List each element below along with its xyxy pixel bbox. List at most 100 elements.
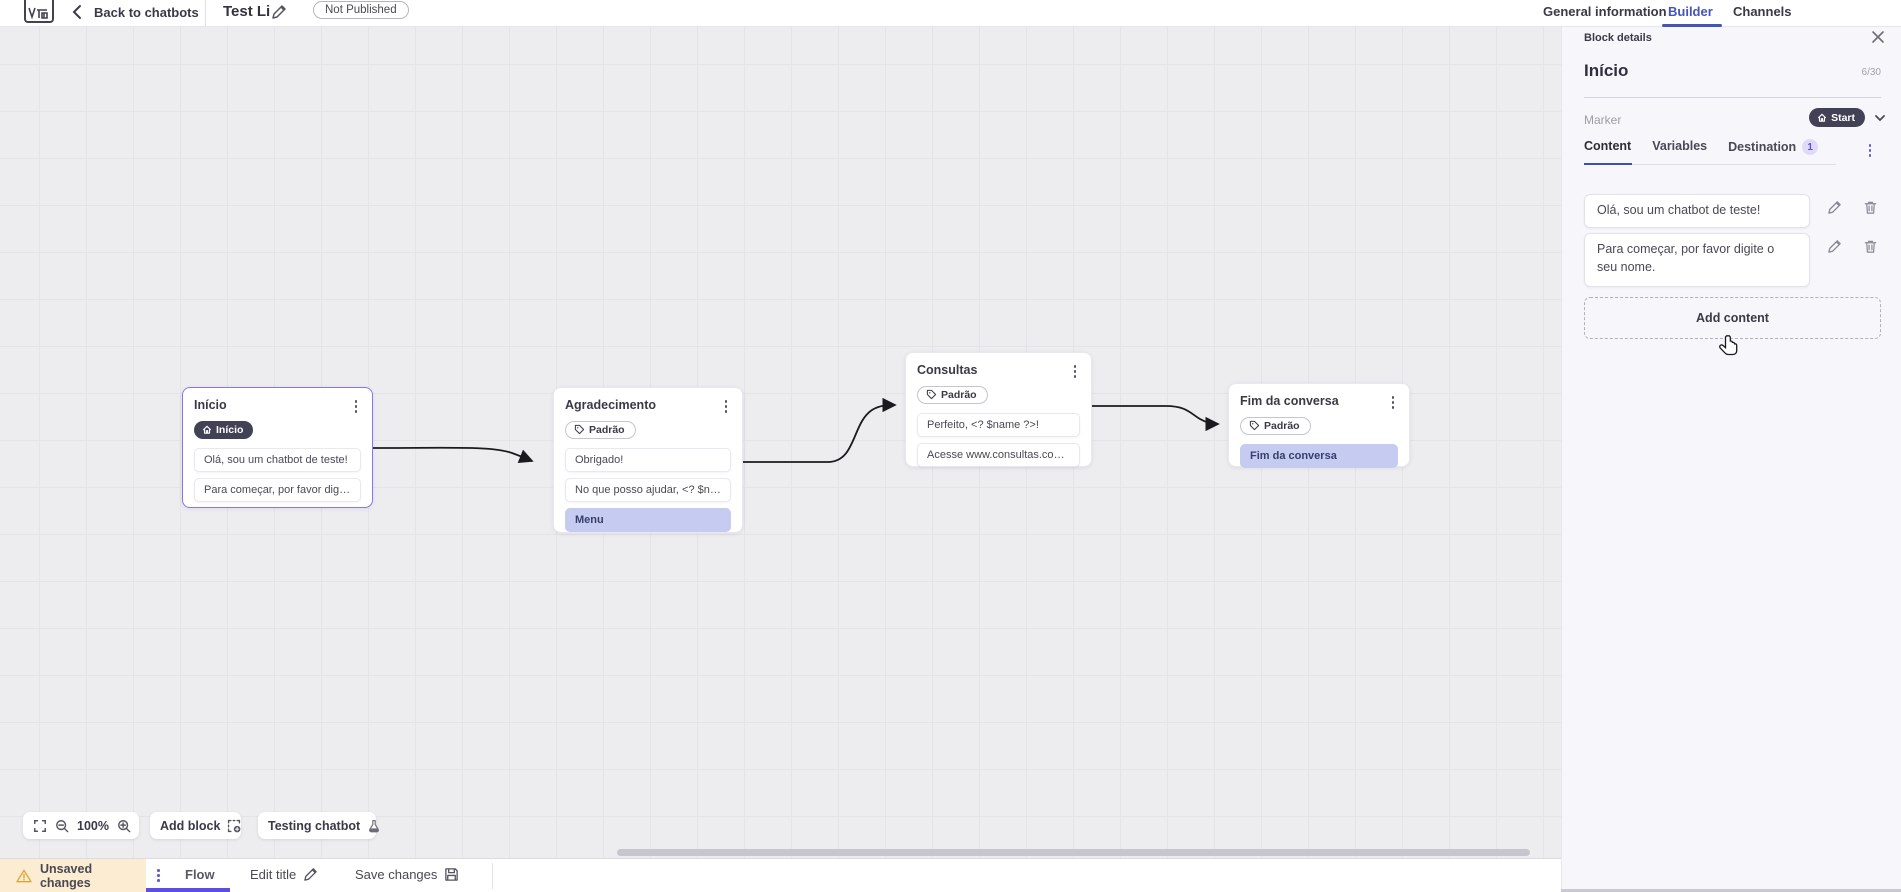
connector-inicio-agradecimento: [371, 446, 534, 464]
testing-chatbot-button[interactable]: Testing chatbot: [258, 812, 380, 839]
block-details-panel: Block details Início 6/30 Marker Start C…: [1561, 27, 1901, 892]
destination-count-badge: 1: [1802, 139, 1819, 155]
block-menu-button[interactable]: [351, 398, 362, 415]
save-changes-button[interactable]: Save changes: [355, 867, 459, 882]
add-content-label: Add content: [1696, 311, 1769, 325]
block-title: Agradecimento: [565, 398, 656, 412]
start-marker-badge: Início: [194, 420, 254, 439]
tab-destination[interactable]: Destination 1: [1728, 139, 1819, 163]
tag-icon: [926, 389, 937, 400]
testing-chatbot-label: Testing chatbot: [268, 818, 361, 833]
block-menu-button[interactable]: [1070, 363, 1081, 380]
bottom-bar: Unsaved changes Flow Edit title Save cha…: [0, 858, 1561, 892]
block-next-step-item[interactable]: Menu: [565, 508, 731, 532]
fullscreen-icon[interactable]: [33, 819, 47, 833]
padrao-badge: Padrão: [1240, 416, 1311, 435]
tab-variables[interactable]: Variables: [1652, 139, 1708, 153]
add-block-button[interactable]: Add block: [150, 812, 241, 839]
edit-title-label: Edit title: [250, 867, 297, 882]
flow-block-inicio[interactable]: Início Início Olá, sou um chatbot de tes…: [182, 387, 373, 508]
bottombar-menu-button[interactable]: [153, 867, 164, 884]
block-next-step-item[interactable]: Fim da conversa: [1240, 444, 1398, 468]
zoom-level: 100%: [77, 818, 109, 833]
badge-label: Padrão: [1264, 419, 1300, 432]
flow-canvas[interactable]: Início Início Olá, sou um chatbot de tes…: [0, 27, 1561, 858]
add-content-button[interactable]: Add content: [1584, 297, 1881, 339]
canvas-horizontal-scrollbar[interactable]: [617, 849, 1530, 856]
block-message-item[interactable]: Acesse www.consultas.com par...: [917, 443, 1080, 467]
tab-flow[interactable]: Flow: [185, 867, 215, 882]
edit-content-pencil-icon[interactable]: [1827, 239, 1842, 254]
unsaved-changes-label: Unsaved changes: [39, 861, 93, 890]
bottombar-divider: [492, 863, 493, 889]
add-block-icon: [228, 819, 241, 832]
tag-icon: [574, 424, 585, 435]
block-menu-button[interactable]: [1388, 394, 1399, 411]
add-block-label: Add block: [160, 818, 221, 833]
panel-tabs: Content Variables Destination 1: [1584, 139, 1819, 165]
marker-value: Start: [1831, 111, 1855, 124]
block-message-item[interactable]: Para começar, por favor digite o ...: [194, 477, 361, 502]
block-message-item[interactable]: Olá, sou um chatbot de teste!: [194, 447, 361, 472]
edit-title-button[interactable]: Edit title: [250, 867, 318, 882]
topbar-divider: [205, 0, 206, 27]
home-icon: [1817, 113, 1827, 122]
connector-consultas-fim: [1092, 405, 1220, 432]
save-changes-label: Save changes: [355, 867, 438, 882]
marker-start-pill[interactable]: Start: [1809, 108, 1865, 127]
delete-content-trash-icon[interactable]: [1863, 239, 1878, 254]
char-counter: 6/30: [1861, 67, 1881, 78]
tab-builder[interactable]: Builder: [1668, 4, 1713, 19]
panel-menu-button[interactable]: [1865, 142, 1876, 159]
block-title: Fim da conversa: [1240, 394, 1339, 408]
close-icon[interactable]: [1871, 30, 1885, 44]
block-title: Início: [194, 398, 227, 412]
tag-icon: [1249, 420, 1260, 431]
warning-icon: [16, 869, 32, 882]
block-name-underline: [1584, 97, 1881, 98]
status-badge: Not Published: [313, 1, 409, 19]
top-bar: Back to chatbots Test Li Not Published G…: [0, 0, 1901, 27]
block-title: Consultas: [917, 363, 978, 377]
panel-header: Block details: [1584, 32, 1652, 44]
app-logo[interactable]: [24, 0, 54, 23]
badge-label: Padrão: [941, 388, 977, 401]
flask-icon: [369, 819, 380, 832]
block-message-item[interactable]: Obrigado!: [565, 448, 731, 472]
chevron-down-icon[interactable]: [1874, 112, 1886, 124]
tab-content-underline: [1584, 163, 1632, 165]
tab-channels[interactable]: Channels: [1733, 4, 1792, 19]
zoom-out-icon[interactable]: [55, 819, 69, 833]
tab-content[interactable]: Content: [1584, 139, 1632, 153]
content-item[interactable]: Para começar, por favor digite o seu nom…: [1584, 233, 1810, 287]
delete-content-trash-icon[interactable]: [1863, 200, 1878, 215]
canvas-zoom-controls: 100%: [23, 812, 139, 839]
unsaved-changes-indicator: Unsaved changes: [0, 859, 146, 892]
block-message-item[interactable]: Perfeito, <? $name ?>!: [917, 413, 1080, 437]
logo-glyph: [28, 7, 48, 20]
content-item[interactable]: Olá, sou um chatbot de teste!: [1584, 194, 1810, 228]
back-to-chatbots-link[interactable]: Back to chatbots: [94, 5, 199, 20]
block-name-input[interactable]: Início: [1584, 61, 1629, 80]
tab-builder-underline: [1662, 24, 1722, 27]
edit-content-pencil-icon[interactable]: [1827, 200, 1842, 215]
padrao-badge: Padrão: [917, 385, 988, 404]
pencil-icon: [304, 868, 318, 881]
connector-agradecimento-consultas: [740, 397, 897, 463]
badge-label: Início: [216, 423, 244, 436]
flow-block-agradecimento[interactable]: Agradecimento Padrão Obrigado! No que po…: [553, 387, 743, 533]
tab-general-information[interactable]: General information: [1543, 4, 1667, 19]
panel-tabs-divider: [1584, 164, 1836, 165]
block-menu-button[interactable]: [721, 398, 732, 415]
marker-label: Marker: [1584, 113, 1622, 127]
edit-title-pencil-icon[interactable]: [271, 4, 287, 20]
tab-flow-underline: [146, 888, 230, 892]
back-chevron-icon[interactable]: [70, 4, 86, 20]
block-message-item[interactable]: No que posso ajudar, <? $name ...: [565, 478, 731, 502]
tab-destination-label: Destination: [1728, 140, 1797, 154]
zoom-in-icon[interactable]: [117, 819, 131, 833]
home-icon: [202, 425, 212, 434]
flow-block-fim-da-conversa[interactable]: Fim da conversa Padrão Fim da conversa: [1228, 383, 1410, 468]
flow-block-consultas[interactable]: Consultas Padrão Perfeito, <? $name ?>! …: [905, 352, 1092, 467]
